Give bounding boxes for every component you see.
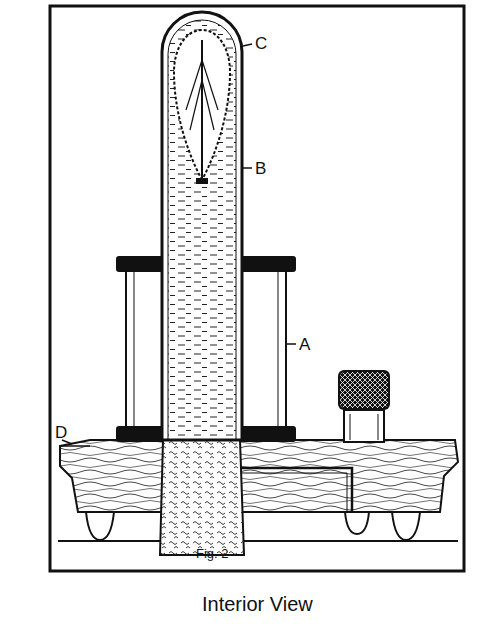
foot: [86, 512, 114, 540]
inner-bulb: [174, 30, 230, 180]
wire: [240, 468, 352, 512]
part-letter: A: [299, 336, 310, 353]
knurled-knob: [338, 370, 390, 410]
liquid: [168, 20, 236, 440]
terminal-nut: [345, 512, 369, 534]
caption: Interior View: [202, 594, 313, 614]
foot: [392, 512, 420, 540]
ground-line: [58, 540, 458, 542]
part-letter: D: [55, 424, 67, 441]
gold-leaves: [186, 60, 218, 130]
glass-tube: [162, 12, 242, 440]
part-letter: B: [255, 160, 266, 177]
tube-plug: [160, 440, 244, 555]
terminal-post: [344, 410, 384, 442]
figure-number: Fig. 2: [196, 547, 229, 560]
part-letter: C: [255, 35, 267, 52]
wooden-base: [60, 440, 458, 512]
frame: [50, 6, 464, 571]
